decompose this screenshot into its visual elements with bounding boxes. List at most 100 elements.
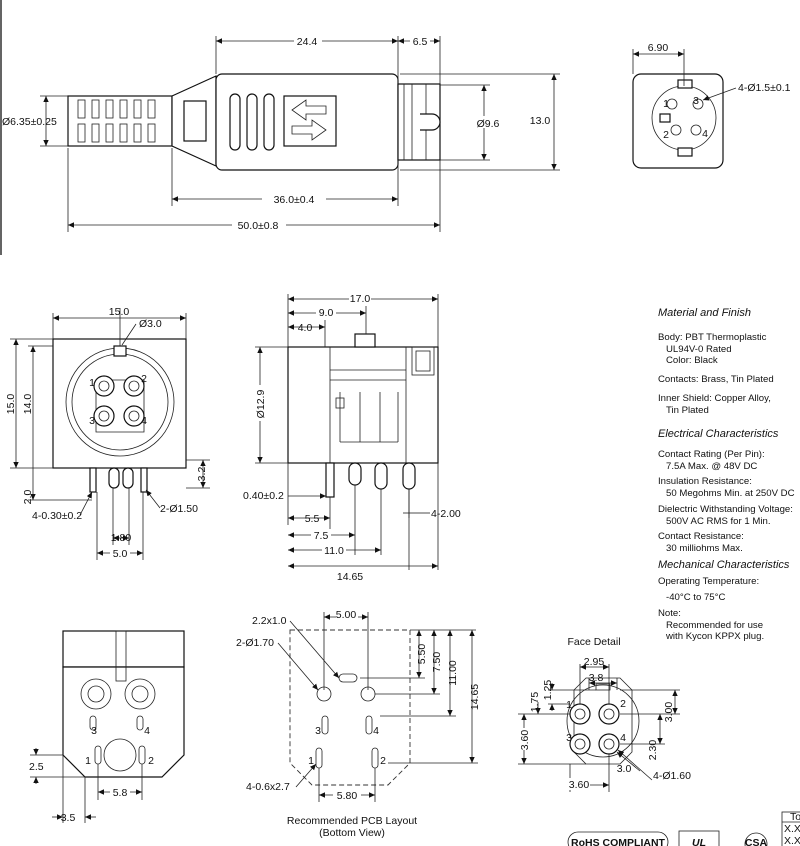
spec-dielectric: Dielectric Withstanding Voltage: 500V AC… xyxy=(658,504,793,527)
spec-body: Body: PBT Thermoplastic UL94V-0 Rated Co… xyxy=(658,332,766,367)
dim-h2: 2.0 xyxy=(22,490,34,505)
dim-d3: Ø3.0 xyxy=(139,318,162,330)
spec-line: Insulation Resistance: xyxy=(658,476,752,487)
dim-w5-5: 5.5 xyxy=(305,513,320,525)
dim-w180: 1.80 xyxy=(111,532,132,544)
bottom-pin-3: 3 xyxy=(91,725,97,737)
mechanical-title: Mechanical Characteristics xyxy=(658,559,790,571)
dim-d1-70: 2-Ø1.70 xyxy=(236,637,274,649)
spec-contact-rating: Contact Rating (Per Pin): 7.5A Max. @ 48… xyxy=(658,449,765,472)
spec-operating-temp: Operating Temperature: -40°C to 75°C xyxy=(658,576,759,603)
plug-pin-4: 4 xyxy=(702,128,708,140)
dim-24-4: 24.4 xyxy=(297,36,318,48)
dim-w2-95: 2.95 xyxy=(584,656,605,668)
detail-pin-1: 1 xyxy=(566,699,572,711)
dim-h2-5: 2.5 xyxy=(29,761,44,773)
dim-15: 15.0 xyxy=(109,306,130,318)
dim-slot-2-2: 2.2x1.0 xyxy=(252,615,287,627)
dim-v2-30: 2.30 xyxy=(647,740,659,761)
dim-w9: 9.0 xyxy=(319,307,334,319)
pcb-caption-line1: Recommended PCB Layout xyxy=(286,815,418,827)
dim-w5-8: 5.8 xyxy=(113,787,128,799)
pcb-pin-4: 4 xyxy=(373,725,379,737)
dim-w5-80: 5.80 xyxy=(337,790,358,802)
jack-side-view xyxy=(255,294,439,570)
detail-pin-3: 3 xyxy=(566,732,572,744)
dim-w17: 17.0 xyxy=(350,293,371,305)
dim-6-35: Ø6.35±0.25 xyxy=(2,116,57,128)
dim-w3-0: 3.0 xyxy=(617,763,632,775)
plug-face-view xyxy=(632,49,737,169)
face-detail xyxy=(518,664,680,792)
footer xyxy=(567,811,800,846)
jack-bottom-view xyxy=(30,630,185,823)
detail-pin-4: 4 xyxy=(620,732,626,744)
tolerance-title: To xyxy=(790,811,800,823)
dim-h15: 15.0 xyxy=(5,394,17,415)
dim-w50: 5.0 xyxy=(113,548,128,560)
spec-body-line: UL94V-0 Rated xyxy=(666,343,732,355)
dim-36: 36.0±0.4 xyxy=(274,194,315,206)
dim-h14: 14.0 xyxy=(22,394,34,415)
pcb-caption: Recommended PCB Layout (Bottom View) xyxy=(262,815,442,839)
spec-note: Note: Recommended for use with Kycon KPP… xyxy=(658,608,764,643)
dim-6-90: 6.90 xyxy=(648,42,669,54)
spec-line: 30 milliohms Max. xyxy=(666,542,743,554)
dim-d129: Ø12.9 xyxy=(255,390,267,419)
dim-t040: 0.40±0.2 xyxy=(243,490,284,502)
dim-13: 13.0 xyxy=(530,115,551,127)
dim-w3-8: 3.8 xyxy=(589,672,604,684)
bottom-pin-2: 2 xyxy=(148,755,154,767)
tolerance-1: X.X xyxy=(784,823,800,835)
electrical-title: Electrical Characteristics xyxy=(658,428,779,440)
spec-body-line: Body: PBT Thermoplastic xyxy=(658,332,767,343)
spec-line: Operating Temperature: xyxy=(658,576,760,587)
dim-d150: 2-Ø1.50 xyxy=(160,503,198,515)
material-title: Material and Finish xyxy=(658,307,751,319)
spec-inner-shield: Inner Shield: Copper Alloy, Tin Plated xyxy=(658,393,771,416)
spec-line: 500V AC RMS for 1 Min. xyxy=(666,515,771,527)
front-pin-4: 4 xyxy=(141,415,147,427)
dim-w5-00: 5.00 xyxy=(336,609,357,621)
bottom-pin-4: 4 xyxy=(144,725,150,737)
pcb-pin-3: 3 xyxy=(315,725,321,737)
dim-v7-50: 7.50 xyxy=(431,652,443,673)
detail-pin-2: 2 xyxy=(620,698,626,710)
dim-6-5: 6.5 xyxy=(413,36,428,48)
spec-line: -40°C to 75°C xyxy=(666,591,726,603)
dim-w3-60: 3.60 xyxy=(569,779,590,791)
spec-line: Dielectric Withstanding Voltage: xyxy=(658,504,793,515)
dim-50: 50.0±0.8 xyxy=(238,220,279,232)
spec-contact-resistance: Contact Resistance: 30 milliohms Max. xyxy=(658,531,744,554)
spec-line: Contact Rating (Per Pin): xyxy=(658,449,765,460)
dim-4-2: 4-2.00 xyxy=(431,508,461,520)
spec-body-line: Color: Black xyxy=(666,355,718,367)
dim-w14-65: 14.65 xyxy=(337,571,363,583)
front-pin-3: 3 xyxy=(89,415,95,427)
front-pin-1: 1 xyxy=(89,377,95,389)
ul-logo: UL xyxy=(692,837,706,846)
spec-contacts: Contacts: Brass, Tin Plated xyxy=(658,374,774,385)
spec-line: 50 Megohms Min. at 250V DC xyxy=(666,487,795,499)
spec-line: Contact Resistance: xyxy=(658,531,744,542)
plug-top-view xyxy=(40,36,560,232)
pcb-pin-2: 2 xyxy=(380,755,386,767)
dim-v11-00: 11.00 xyxy=(447,660,459,686)
dim-w11: 11.0 xyxy=(324,545,344,557)
dim-h3-2: 3.2 xyxy=(196,467,208,482)
dim-w3-5: 3.5 xyxy=(61,812,76,824)
spec-line: with Kycon KPPX plug. xyxy=(666,631,765,643)
jack-front-view xyxy=(10,308,210,560)
tolerance-2: X.X xyxy=(784,835,800,846)
spec-insulation: Insulation Resistance: 50 Megohms Min. a… xyxy=(658,476,795,499)
dim-t030: 4-0.30±0.2 xyxy=(32,510,82,522)
face-detail-title: Face Detail xyxy=(567,636,620,648)
csa-logo: CSA xyxy=(745,837,768,846)
spec-line: 7.5A Max. @ 48V DC xyxy=(666,460,758,472)
dim-w7-5: 7.5 xyxy=(314,530,329,542)
plug-pin-2: 2 xyxy=(663,129,669,141)
dim-v3-00: 3.00 xyxy=(663,702,675,723)
dim-d1-60: 4-Ø1.60 xyxy=(653,770,691,782)
pcb-pin-1: 1 xyxy=(308,755,314,767)
